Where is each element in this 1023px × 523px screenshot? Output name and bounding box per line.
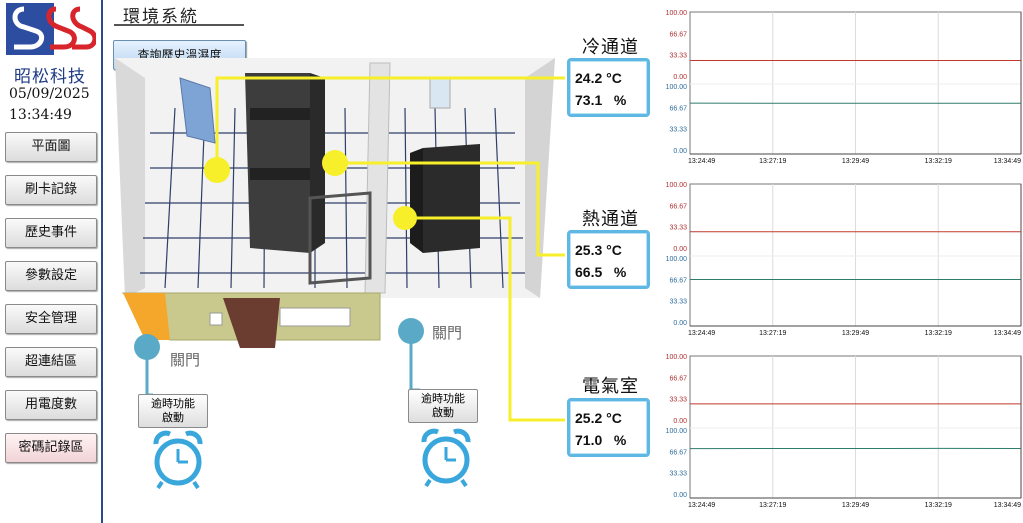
chart-cold-aisle-svg: 100.00 66.67 33.33 0.00 100.00 66.67 33.33 0.00… bbox=[666, 10, 1022, 165]
door-2-label: 關門 bbox=[432, 324, 463, 342]
temp-axis-tick-label: 0.00 bbox=[673, 418, 687, 425]
chart-hot-aisle-svg: 100.00 66.67 33.33 0.00 100.00 66.67 33.33 0.00… bbox=[666, 182, 1022, 337]
x-axis-tick-label: 13:32:19 bbox=[925, 502, 952, 509]
door-1-status-dot[interactable] bbox=[134, 334, 160, 360]
hum-axis-tick-label: 0.00 bbox=[673, 492, 687, 499]
cold-aisle-readout[interactable]: 24.2 °C 73.1 % bbox=[567, 58, 650, 117]
temp-axis-tick-label: 100.00 bbox=[666, 10, 688, 17]
x-axis-tick-label: 13:29:49 bbox=[842, 502, 869, 509]
temp-axis-tick-label: 100.00 bbox=[666, 354, 688, 361]
chart-cold-aisle[interactable]: 100.00 66.67 33.33 0.00 100.00 66.67 33.33 0.00… bbox=[660, 4, 1023, 178]
electrical-room-title: 電氣室 bbox=[582, 376, 639, 397]
hum-axis-tick-label: 100.00 bbox=[666, 84, 688, 91]
hum-axis-tick-label: 66.67 bbox=[669, 277, 687, 284]
x-axis-tick-label: 13:24:49 bbox=[688, 330, 715, 337]
hum-axis-tick-label: 33.33 bbox=[669, 471, 687, 478]
temp-axis-tick-label: 0.00 bbox=[673, 246, 687, 253]
nav-hyperlinks-button[interactable]: 超連結區 bbox=[5, 347, 97, 377]
hot-aisle-humidity: 66.5 % bbox=[575, 264, 627, 280]
x-axis-tick-label: 13:24:49 bbox=[688, 502, 715, 509]
hum-axis-tick-label: 33.33 bbox=[669, 299, 687, 306]
door-2-timeout-line1: 逾時功能 bbox=[421, 392, 465, 405]
hot-aisle-temperature: 25.3 °C bbox=[575, 242, 622, 258]
chart-hot-aisle[interactable]: 100.00 66.67 33.33 0.00 100.00 66.67 33.33 0.00… bbox=[660, 176, 1023, 350]
door-2-timeout-button[interactable]: 逾時功能 啟動 bbox=[408, 389, 478, 423]
x-axis-tick-label: 13:34:49 bbox=[994, 158, 1021, 165]
hum-axis-tick-label: 0.00 bbox=[673, 320, 687, 327]
door-1-timeout-line1: 逾時功能 bbox=[151, 397, 195, 410]
x-axis-tick-label: 13:27:19 bbox=[759, 158, 786, 165]
electrical-room-temperature: 25.2 °C bbox=[575, 410, 622, 426]
title-underline bbox=[114, 24, 244, 26]
company-logo bbox=[6, 3, 96, 55]
electrical-room-sensor-dot[interactable] bbox=[393, 206, 417, 230]
nav-history-events-button[interactable]: 歷史事件 bbox=[5, 218, 97, 248]
chart-electrical-room-svg: 100.00 66.67 33.33 0.00 100.00 66.67 33.33 0.00… bbox=[666, 354, 1022, 509]
x-axis-tick-label: 13:29:49 bbox=[842, 330, 869, 337]
temp-axis-tick-label: 33.33 bbox=[669, 53, 687, 60]
temp-axis-tick-label: 100.00 bbox=[666, 182, 688, 189]
x-axis-tick-label: 13:27:19 bbox=[759, 330, 786, 337]
x-axis-tick-label: 13:34:49 bbox=[994, 502, 1021, 509]
chart-electrical-room[interactable]: 100.00 66.67 33.33 0.00 100.00 66.67 33.33 0.00… bbox=[660, 348, 1023, 522]
electrical-room-readout[interactable]: 25.2 °C 71.0 % bbox=[567, 398, 650, 457]
temp-axis-tick-label: 66.67 bbox=[669, 31, 687, 38]
nav-password-records-button[interactable]: 密碼記錄區 bbox=[5, 433, 97, 463]
x-axis-tick-label: 13:32:19 bbox=[925, 330, 952, 337]
cold-aisle-humidity: 73.1 % bbox=[575, 92, 627, 108]
company-name: 昭松科技 bbox=[14, 67, 86, 87]
cold-aisle-title: 冷通道 bbox=[582, 37, 639, 58]
door-1-timeout-button[interactable]: 逾時功能 啟動 bbox=[138, 394, 208, 428]
hum-axis-tick-label: 66.67 bbox=[669, 449, 687, 456]
electrical-room-humidity: 71.0 % bbox=[575, 432, 627, 448]
nav-card-records-button[interactable]: 刷卡記錄 bbox=[5, 175, 97, 205]
hum-axis-tick-label: 100.00 bbox=[666, 428, 688, 435]
door-2-status-dot[interactable] bbox=[398, 318, 424, 344]
temp-axis-tick-label: 66.67 bbox=[669, 203, 687, 210]
nav-power-usage-button[interactable]: 用電度數 bbox=[5, 390, 97, 420]
hum-axis-tick-label: 33.33 bbox=[669, 127, 687, 134]
current-time: 13:34:49 bbox=[9, 107, 72, 123]
x-axis-tick-label: 13:32:19 bbox=[925, 158, 952, 165]
nav-parameter-settings-button[interactable]: 參數設定 bbox=[5, 261, 97, 291]
cold-aisle-sensor-dot[interactable] bbox=[204, 157, 230, 183]
alarm-clock-icon[interactable] bbox=[150, 430, 206, 490]
temp-axis-tick-label: 66.67 bbox=[669, 375, 687, 382]
hot-aisle-readout[interactable]: 25.3 °C 66.5 % bbox=[567, 230, 650, 289]
current-date: 05/09/2025 bbox=[9, 86, 90, 102]
temp-axis-tick-label: 0.00 bbox=[673, 74, 687, 81]
temp-axis-tick-label: 33.33 bbox=[669, 397, 687, 404]
sidebar: 昭松科技 05/09/2025 13:34:49 平面圖 刷卡記錄 歷史事件 參… bbox=[0, 0, 103, 523]
door-2-timeout-line2: 啟動 bbox=[432, 406, 454, 419]
hot-aisle-title: 熱通道 bbox=[582, 209, 639, 230]
x-axis-tick-label: 13:27:19 bbox=[759, 502, 786, 509]
x-axis-tick-label: 13:34:49 bbox=[994, 330, 1021, 337]
hum-axis-tick-label: 100.00 bbox=[666, 256, 688, 263]
nav-floor-plan-button[interactable]: 平面圖 bbox=[5, 132, 97, 162]
hum-axis-tick-label: 0.00 bbox=[673, 148, 687, 155]
door-1-timeout-line2: 啟動 bbox=[162, 411, 184, 424]
cold-aisle-temperature: 24.2 °C bbox=[575, 70, 622, 86]
nav-security-management-button[interactable]: 安全管理 bbox=[5, 304, 97, 334]
x-axis-tick-label: 13:29:49 bbox=[842, 158, 869, 165]
x-axis-tick-label: 13:24:49 bbox=[688, 158, 715, 165]
hum-axis-tick-label: 66.67 bbox=[669, 105, 687, 112]
page-title: 環境系統 bbox=[123, 7, 199, 27]
alarm-clock-icon[interactable] bbox=[418, 428, 474, 488]
room-3d-view bbox=[115, 58, 555, 348]
temp-axis-tick-label: 33.33 bbox=[669, 225, 687, 232]
hot-aisle-sensor-dot[interactable] bbox=[322, 150, 348, 176]
door-1-label: 關門 bbox=[170, 351, 201, 369]
